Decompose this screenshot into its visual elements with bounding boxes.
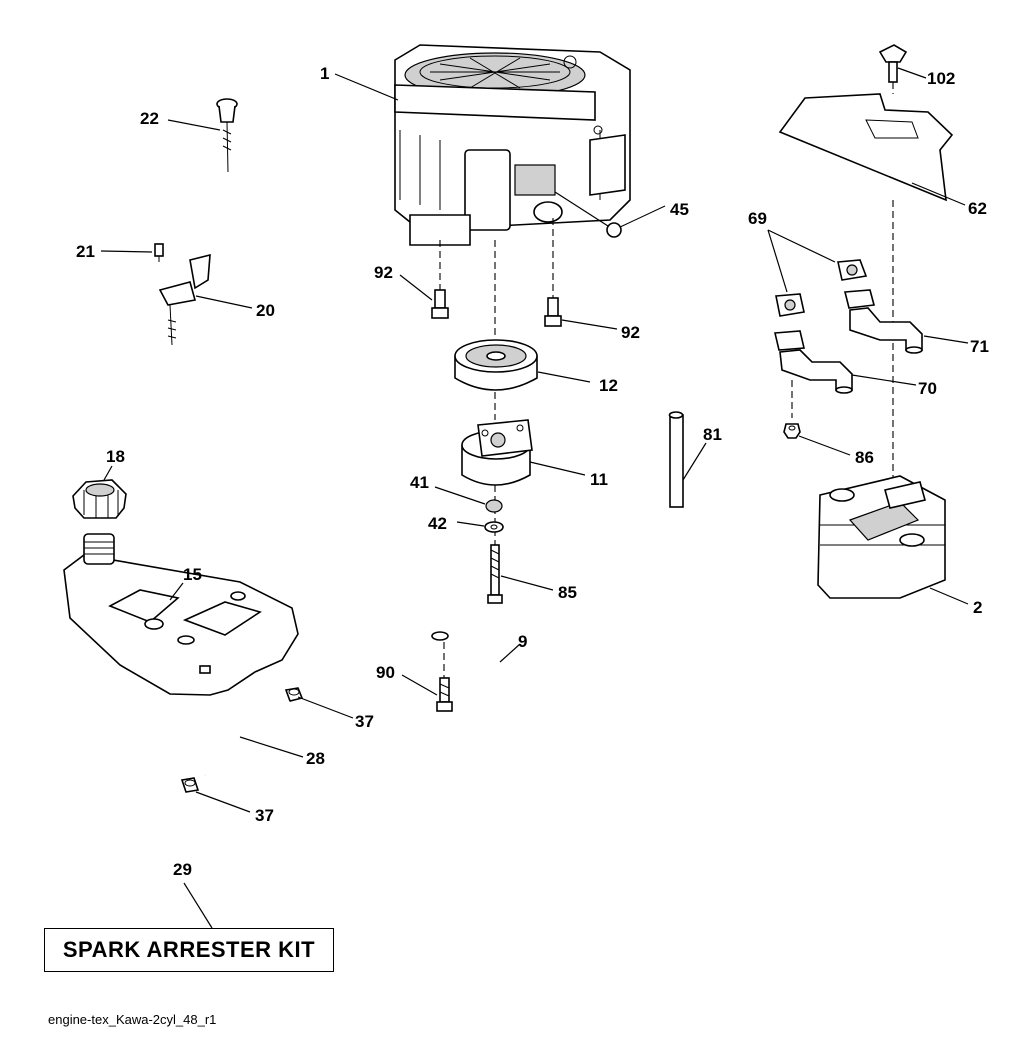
part-number-clutch: 11 (590, 470, 608, 489)
part-number-pipe-70: 70 (918, 379, 937, 398)
rod-81-leader (682, 442, 707, 481)
connector-leader (554, 191, 609, 227)
part-number-bolt-90: 90 (376, 663, 395, 682)
fuel-tank-leader (169, 582, 184, 601)
part-number-fuel-line: 28 (306, 749, 325, 768)
part-number-pulley: 12 (599, 376, 618, 395)
heat-shield-leader (911, 182, 966, 206)
wire-9-drawing (431, 628, 602, 728)
clutch-drawing (461, 419, 533, 486)
knob-102-leader (897, 67, 927, 79)
choke-knob-drawing (216, 98, 238, 173)
diagram-caption: engine-tex_Kawa-2cyl_48_r1 (48, 1012, 217, 1027)
gaskets-leader-a (767, 229, 836, 263)
part-number-clamp-upper: 37 (355, 712, 374, 731)
bolt-85-drawing (487, 544, 503, 604)
spark-kit-leader (183, 882, 213, 929)
part-number-screw-21: 21 (76, 242, 95, 261)
part-number-knob-102: 102 (927, 69, 955, 88)
washer-42-leader (456, 521, 485, 527)
clamp-upper-leader (297, 696, 354, 719)
wire-9-leader (499, 643, 521, 663)
pipe-71-leader (923, 335, 969, 344)
part-number-spark-kit: 29 (173, 860, 192, 879)
spark-arrester-kit-box: SPARK ARRESTER KIT (44, 928, 334, 972)
screw-21-leader (100, 250, 153, 253)
throttle-bracket-drawing (154, 243, 211, 346)
washer-41-drawing (485, 499, 503, 513)
pulley-leader (537, 371, 591, 383)
part-number-bolt-85: 85 (558, 583, 577, 602)
gaskets-drawing (775, 259, 868, 317)
part-number-connector: 45 (670, 200, 689, 219)
part-number-clamp-lower: 37 (255, 806, 274, 825)
clamp-lower-drawing (180, 777, 200, 793)
part-number-choke-knob: 22 (140, 109, 159, 128)
part-number-wire-9: 9 (518, 632, 527, 651)
clamp-upper-drawing (284, 687, 304, 702)
part-number-heat-shield: 62 (968, 199, 987, 218)
bolt-92-right-drawing (544, 297, 562, 327)
part-number-nut-86: 86 (855, 448, 874, 467)
part-number-muffler: 2 (973, 598, 982, 617)
part-number-washer-42: 42 (428, 514, 447, 533)
part-number-throttle-bracket: 20 (256, 301, 275, 320)
nut-86-drawing (783, 423, 801, 439)
bolt-92-left-leader (399, 274, 433, 301)
choke-knob-leader (167, 119, 221, 131)
part-number-engine: 1 (320, 64, 329, 83)
pipe-70-leader (851, 374, 917, 386)
part-number-bolt-92-left: 92 (374, 263, 393, 282)
clutch-leader (529, 461, 586, 476)
pulley-drawing (454, 339, 538, 391)
knob-102-drawing (878, 44, 908, 83)
fuel-cap-leader (103, 465, 113, 481)
throttle-bracket-leader (195, 295, 253, 309)
pipe-71-drawing (843, 289, 923, 354)
fuel-line-leader (239, 736, 304, 758)
bolt-90-leader (401, 674, 438, 696)
muffler-drawing (817, 475, 946, 599)
bolt-90-drawing (436, 677, 453, 712)
connector-drawing (606, 205, 666, 238)
fuel-tank-drawing (63, 533, 299, 696)
part-number-pipe-71: 71 (970, 337, 989, 356)
part-number-bolt-92-right: 92 (621, 323, 640, 342)
washer-42-drawing (484, 521, 504, 533)
part-number-washer-41: 41 (410, 473, 429, 492)
gaskets-leader-b (767, 229, 788, 293)
bolt-85-leader (500, 575, 554, 591)
nut-86-leader (798, 435, 851, 456)
muffler-leader (929, 587, 969, 605)
part-number-rod-81: 81 (703, 425, 722, 444)
pipe-70-drawing (774, 330, 853, 394)
bolt-92-left-drawing (431, 289, 449, 319)
fuel-cap-drawing (72, 479, 127, 519)
heat-shield-drawing (778, 93, 954, 202)
part-number-fuel-cap: 18 (106, 447, 125, 466)
clamp-lower-leader (195, 791, 251, 813)
spark-arrester-kit-label: SPARK ARRESTER KIT (62, 937, 316, 962)
part-number-gaskets: 69 (748, 209, 767, 228)
part-number-fuel-tank: 15 (183, 565, 202, 584)
washer-41-leader (434, 486, 486, 505)
rod-81-drawing (668, 411, 684, 508)
bolt-92-right-leader (561, 319, 618, 330)
engine-leader (334, 73, 399, 101)
engine-drawing (394, 44, 631, 246)
